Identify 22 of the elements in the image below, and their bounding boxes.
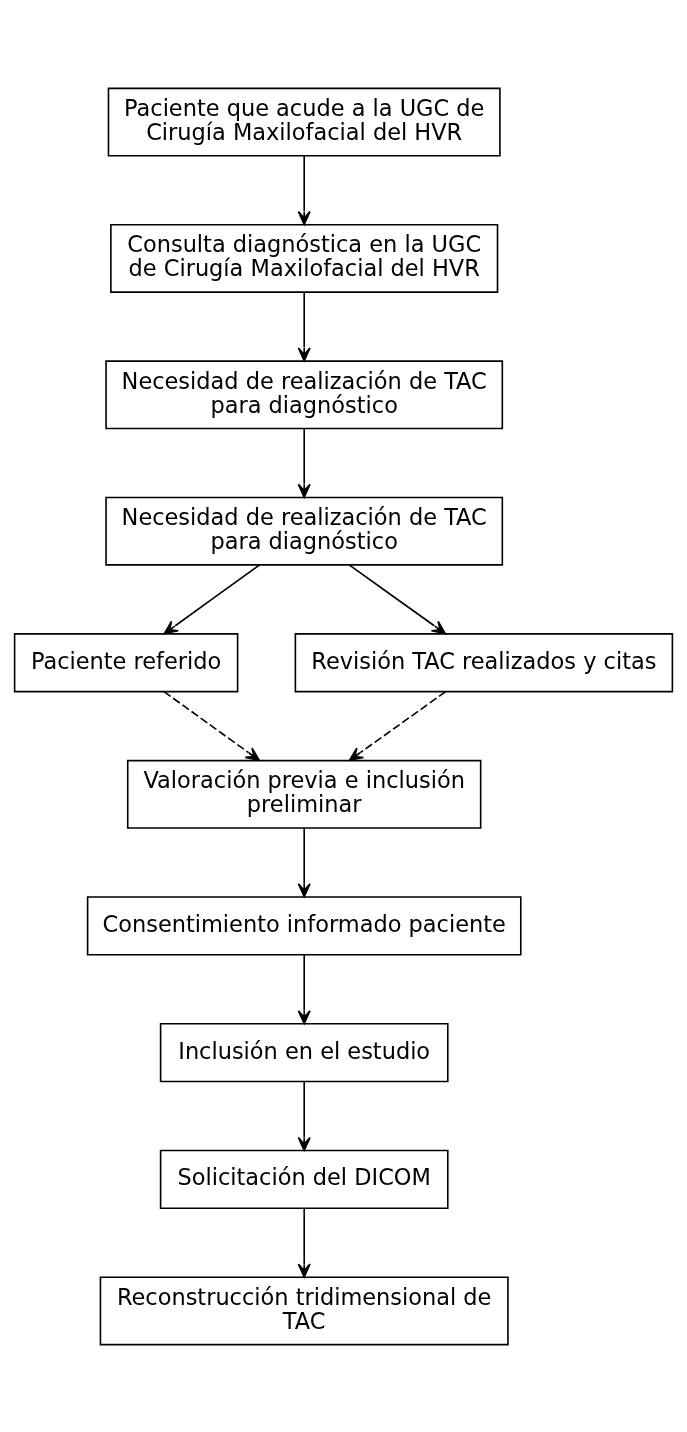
node-box: Consentimiento informado paciente (86, 895, 522, 956)
node-box: Paciente referido (13, 632, 239, 692)
arrow (297, 953, 311, 1024)
arrow (297, 1207, 311, 1278)
node-box: Paciente que acude a la UGC de Cirugía Maxilofacial del HVR (107, 87, 501, 157)
node-box: Valoración previa e inclusión preliminar (126, 759, 482, 829)
node-box: Necesidad de realización de TAC para diagnóstico (105, 496, 504, 566)
node-box: Consulta diagnóstica en la UGC de Cirugía Maxilofacial del HVR (110, 223, 499, 293)
node-box: Revisión TAC realizados y citas (294, 632, 674, 692)
arrow (297, 1080, 311, 1151)
arrow (163, 690, 260, 761)
arrow (348, 563, 447, 634)
arrow (297, 827, 311, 897)
arrow (297, 291, 311, 362)
arrow (297, 154, 311, 225)
node-box: Inclusión en el estudio (159, 1022, 449, 1082)
node-box: Reconstrucción tridimensional de TAC (99, 1275, 509, 1345)
arrow (163, 563, 261, 634)
arrow (348, 690, 447, 761)
node-box: Solicitación del DICOM (159, 1149, 449, 1209)
arrow (297, 427, 311, 498)
node-box: Necesidad de realización de TAC para diagnóstico (105, 359, 504, 429)
